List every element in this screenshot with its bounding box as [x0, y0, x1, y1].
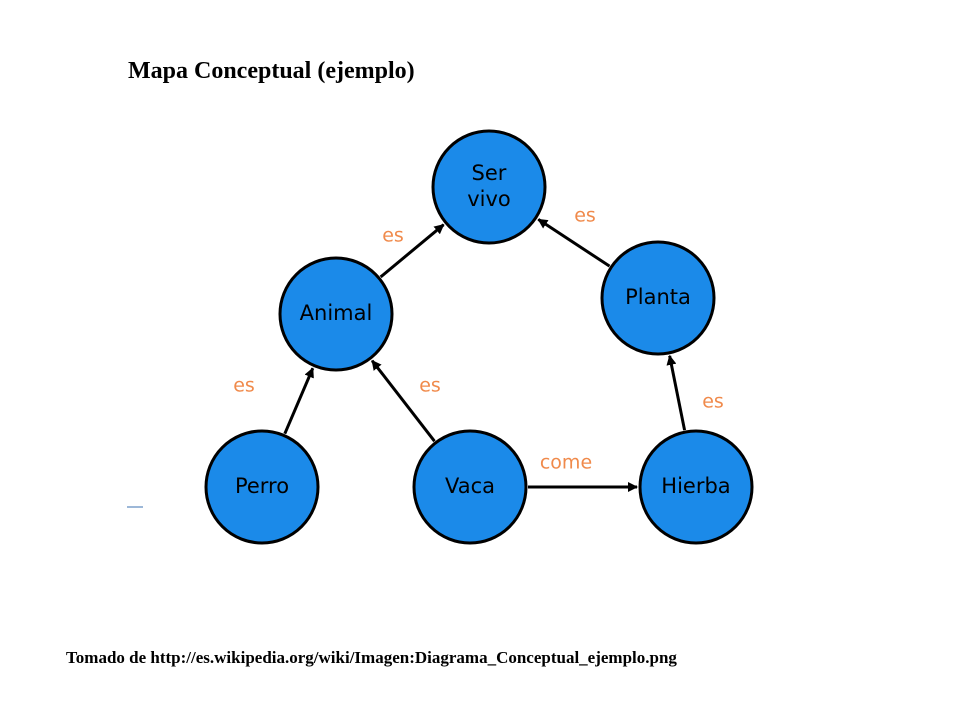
- edge-planta-to-ser-vivo: [537, 218, 611, 268]
- node-perro: Perro: [204, 429, 320, 545]
- node-circle-animal: [278, 256, 394, 372]
- node-label-ser-vivo: Ser: [472, 161, 507, 185]
- node-label-hierba: Hierba: [661, 474, 730, 498]
- node-circle-perro: [204, 429, 320, 545]
- stray-mark: [127, 506, 143, 508]
- edges-layer: [283, 218, 687, 492]
- node-label-ser-vivo: vivo: [467, 187, 511, 211]
- node-vaca: Vaca: [412, 429, 528, 545]
- node-label-animal: Animal: [300, 301, 373, 325]
- edge-animal-to-ser-vivo: [379, 223, 445, 279]
- page-title: Mapa Conceptual (ejemplo): [128, 58, 415, 84]
- edge-label-animal-to-ser-vivo: es: [382, 225, 404, 247]
- edge-vaca-to-animal: [370, 359, 436, 443]
- source-caption: Tomado de http://es.wikipedia.org/wiki/I…: [66, 648, 677, 667]
- node-circle-ser-vivo: [431, 129, 547, 245]
- node-planta: Planta: [600, 240, 716, 356]
- node-circle-hierba: [638, 429, 754, 545]
- edge-label-vaca-to-hierba: come: [540, 452, 592, 474]
- edge-perro-to-animal: [283, 367, 315, 435]
- node-hierba: Hierba: [638, 429, 754, 545]
- edge-label-vaca-to-animal: es: [419, 375, 441, 397]
- edge-label-hierba-to-planta: es: [702, 391, 724, 413]
- edge-labels-layer: es es es es es come: [233, 205, 724, 474]
- edge-hierba-to-planta: [666, 354, 687, 431]
- edge-label-planta-to-ser-vivo: es: [574, 205, 596, 227]
- node-label-planta: Planta: [625, 285, 691, 309]
- node-label-vaca: Vaca: [445, 474, 495, 498]
- node-circle-planta: [600, 240, 716, 356]
- node-label-perro: Perro: [235, 474, 289, 498]
- node-circle-vaca: [412, 429, 528, 545]
- edge-label-perro-to-animal: es: [233, 375, 255, 397]
- node-animal: Animal: [278, 256, 394, 372]
